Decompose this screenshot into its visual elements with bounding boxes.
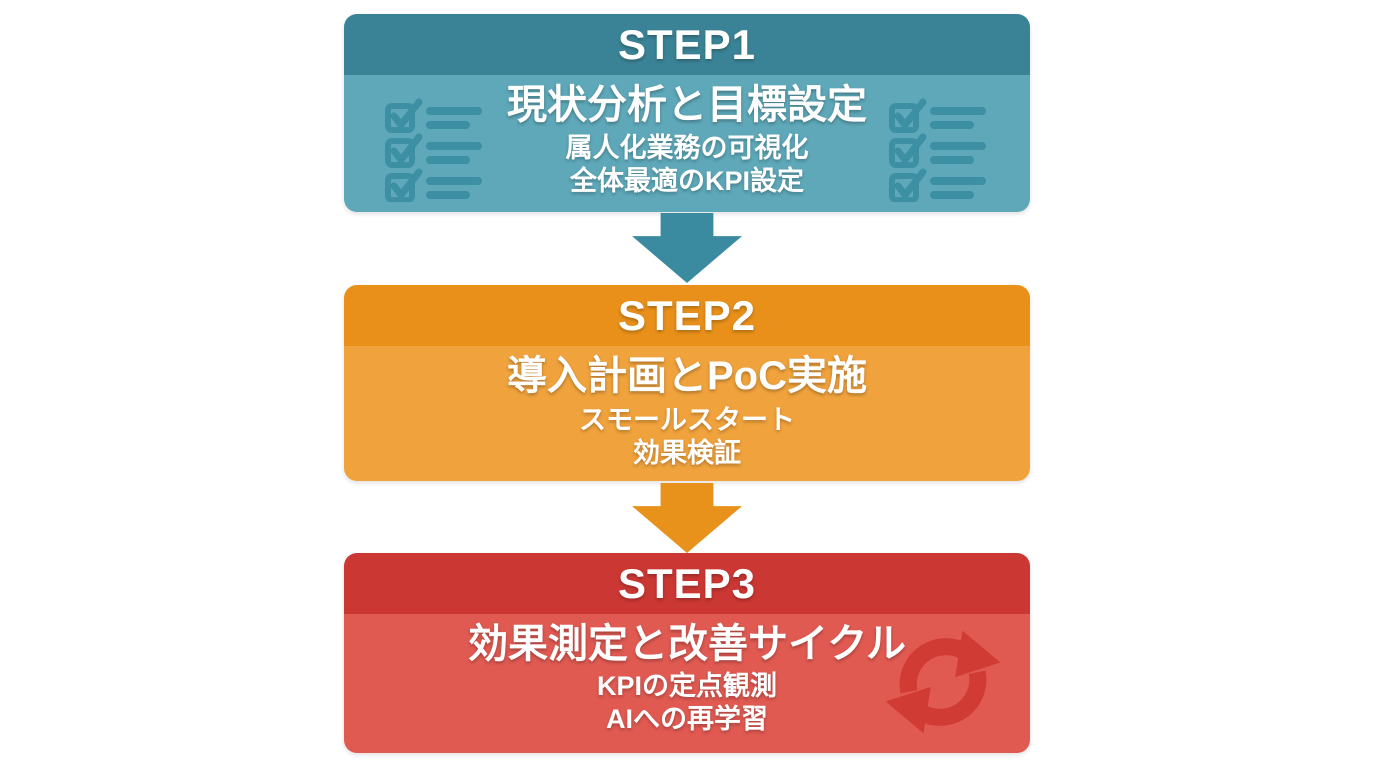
step1-header: STEP1 <box>344 14 1030 75</box>
step1-label: STEP1 <box>617 20 757 68</box>
down-arrow <box>632 483 742 553</box>
step2-title: 導入計画とPoC実施 <box>507 354 867 398</box>
down-arrow <box>632 213 742 283</box>
step1-subtitle-line: 全体最適のKPI設定 <box>569 165 804 196</box>
step3-card: STEP3 効果測定と改善サイクル KPIの定点観測 AIへの再学習 <box>344 553 1030 753</box>
step1-subtitle-line: 属人化業務の可視化 <box>565 133 809 163</box>
step1-card: STEP1 現状分析と目標設定 属人化業務の可視化 全体最適のKPI設定 <box>344 14 1030 212</box>
step3-subtitle-line: AIへの再学習 <box>606 703 768 734</box>
step2-card: STEP2 導入計画とPoC実施 スモールスタート 効果検証 <box>344 285 1030 481</box>
step2-label: STEP2 <box>617 291 757 339</box>
step3-title: 効果測定と改善サイクル <box>468 622 906 666</box>
step3-subtitle-line: KPIの定点観測 <box>596 671 777 701</box>
refresh-cycle-icon <box>885 630 1001 734</box>
step3-header: STEP3 <box>344 553 1030 614</box>
step2-body: 導入計画とPoC実施 スモールスタート 効果検証 <box>344 346 1030 481</box>
step1-title: 現状分析と目標設定 <box>507 83 867 127</box>
checklist-icon <box>889 98 986 202</box>
step2-header: STEP2 <box>344 285 1030 346</box>
step2-subtitle-line: スモールスタート <box>579 405 795 435</box>
step3-label: STEP3 <box>617 559 757 607</box>
step2-subtitle-line: 効果検証 <box>633 437 741 468</box>
checklist-icon <box>385 98 482 202</box>
